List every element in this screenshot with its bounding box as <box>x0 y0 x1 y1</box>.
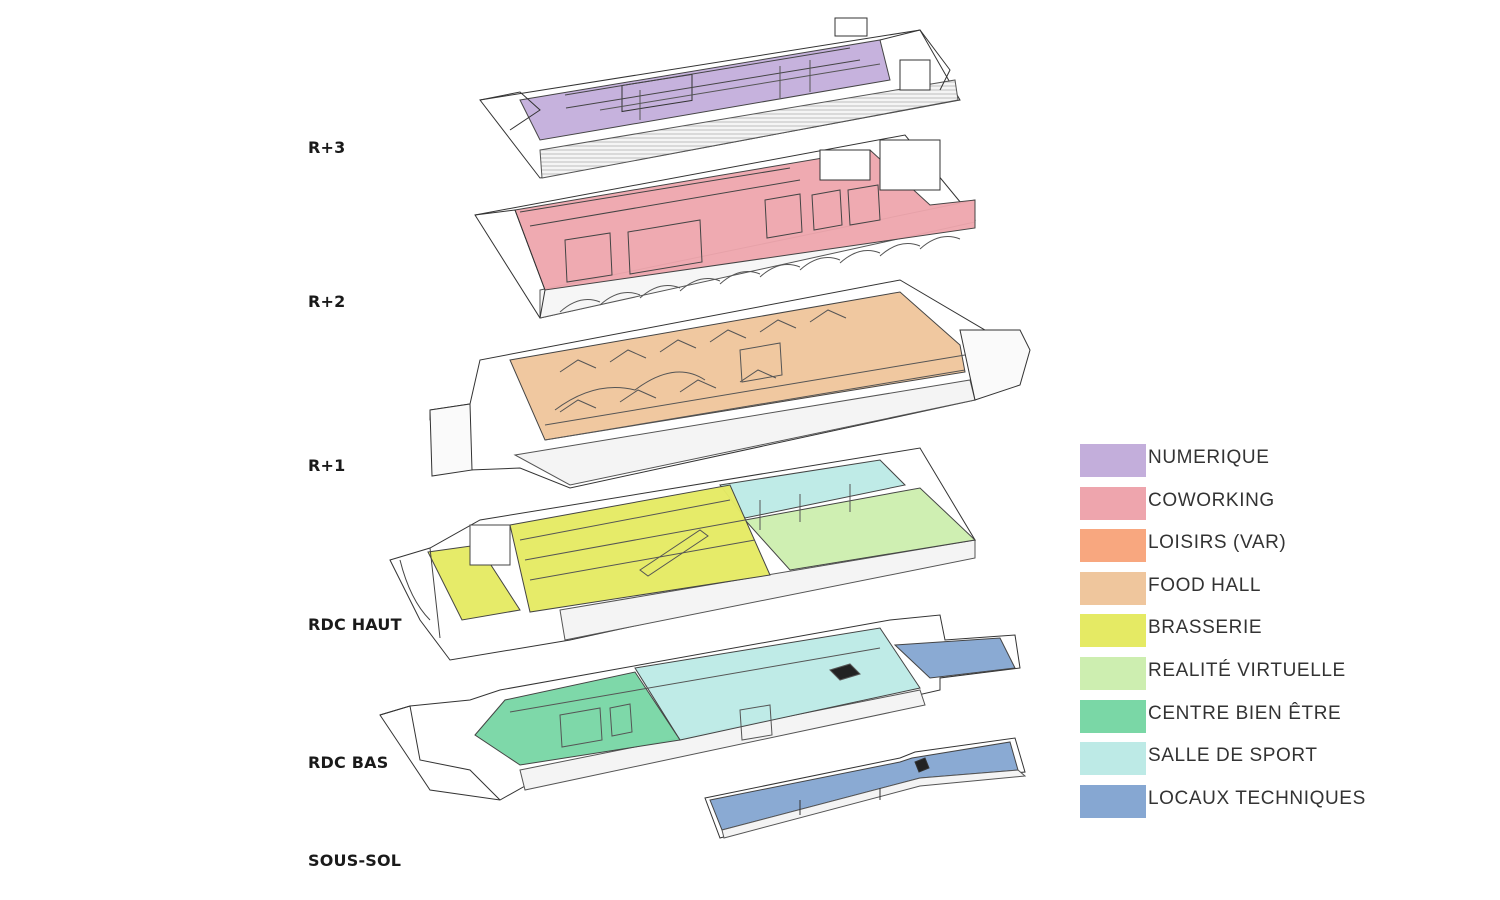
floor-sous-sol <box>704 737 1027 839</box>
legend-label: CENTRE BIEN ÊTRE <box>1148 702 1342 724</box>
floor-r2 <box>474 134 976 319</box>
level-label-rdc-haut: RDC HAUT <box>308 615 402 634</box>
legend-swatch <box>1080 742 1146 776</box>
legend-label: SALLE DE SPORT <box>1148 745 1318 767</box>
floor-r1 <box>429 279 1031 489</box>
zone-realite-virtuelle <box>744 487 977 571</box>
legend-label: REALITÉ VIRTUELLE <box>1148 659 1346 681</box>
legend-item-coworking: COWORKING <box>1080 486 1380 530</box>
zone-salle-de-sport <box>634 627 921 741</box>
legend-label: COWORKING <box>1148 489 1275 511</box>
zone-numerique <box>519 39 891 141</box>
floor-r3 <box>479 17 961 179</box>
legend-item-loisirs: LOISIRS (VAR) <box>1080 529 1380 572</box>
legend-item-centre-bien-etre: CENTRE BIEN ÊTRE <box>1080 699 1380 743</box>
level-label-rdc-bas: RDC BAS <box>308 753 389 772</box>
legend-swatch <box>1080 699 1146 733</box>
legend-label: BRASSERIE <box>1148 617 1263 639</box>
legend-label: FOOD HALL <box>1148 574 1262 596</box>
level-label-r3: R+3 <box>308 138 346 157</box>
legend-item-salle-de-sport: SALLE DE SPORT <box>1080 742 1380 785</box>
level-label-sous-sol: SOUS-SOL <box>308 851 402 870</box>
zone-centre-bien-etre <box>474 671 681 766</box>
legend-item-realite-virtuelle: REALITÉ VIRTUELLE <box>1080 656 1380 700</box>
level-label-r1: R+1 <box>308 456 346 475</box>
legend: NUMERIQUE COWORKING LOISIRS (VAR) FOOD H… <box>1080 444 1380 827</box>
zone-brasserie <box>509 484 771 613</box>
legend-label: NUMERIQUE <box>1148 447 1270 468</box>
zone-food-hall <box>509 291 966 441</box>
legend-swatch <box>1080 784 1146 818</box>
legend-label: LOCAUX TECHNIQUES <box>1148 787 1366 809</box>
legend-item-numerique: NUMERIQUE <box>1080 444 1380 487</box>
legend-item-food-hall: FOOD HALL <box>1080 571 1380 615</box>
zone-locaux-techniques <box>709 741 1019 831</box>
legend-label: LOISIRS (VAR) <box>1148 532 1287 554</box>
legend-item-brasserie: BRASSERIE <box>1080 614 1380 657</box>
floor-rdc-haut <box>389 447 977 661</box>
legend-swatch <box>1080 656 1146 690</box>
legend-swatch <box>1080 529 1146 563</box>
legend-swatch <box>1080 614 1146 648</box>
legend-swatch <box>1080 571 1146 605</box>
level-label-r2: R+2 <box>308 292 346 311</box>
legend-swatch <box>1080 486 1146 520</box>
floor-rdc-bas <box>379 614 1021 801</box>
legend-swatch <box>1080 444 1146 477</box>
legend-item-locaux-techniques: LOCAUX TECHNIQUES <box>1080 784 1380 828</box>
zone-brasserie-annex <box>427 544 521 621</box>
zone-locaux-techniques-rdc <box>893 637 1016 679</box>
